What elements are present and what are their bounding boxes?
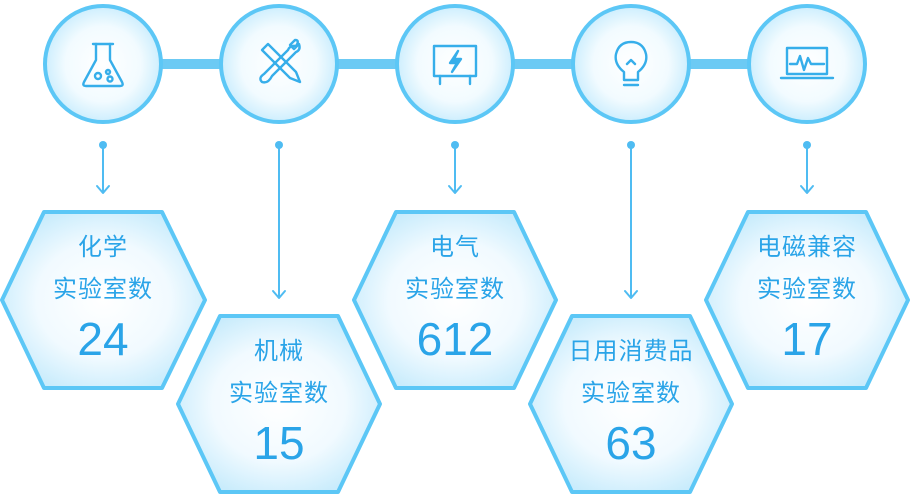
- connector-bars: [160, 59, 750, 69]
- node-5-label-line2: 实验室数: [757, 275, 857, 303]
- node-3-text: 电气 实验室数 612: [356, 226, 554, 366]
- node-3-value: 612: [416, 313, 494, 365]
- hexagons: [0, 210, 910, 494]
- node-1-text: 化学 实验室数 24: [4, 226, 202, 366]
- laptop-waveform-icon: [779, 46, 835, 80]
- hexagon-3: [352, 210, 558, 390]
- circle-node-4: [571, 4, 691, 124]
- node-2-label-line2: 实验室数: [229, 379, 329, 407]
- node-1-label-line2: 实验室数: [53, 275, 153, 303]
- node-1-value: 24: [77, 313, 129, 365]
- arrow-2: [272, 141, 286, 299]
- circle-node-2: [219, 4, 339, 124]
- node-3-label-line1: 电气: [430, 233, 480, 261]
- arrow-4: [624, 141, 638, 299]
- node-3-label-line2: 实验室数: [405, 275, 505, 303]
- node-2-label-line1: 机械: [254, 337, 304, 365]
- connector-bar-4: [690, 59, 750, 69]
- node-1-label-line1: 化学: [78, 233, 128, 261]
- arrow-1: [96, 141, 110, 194]
- electric-panel-icon: [432, 44, 478, 86]
- arrow-3: [448, 141, 462, 194]
- connector-bar-1: [160, 59, 220, 69]
- hexagon-5: [704, 210, 910, 390]
- hexagon-4: [528, 314, 734, 494]
- node-4-label-line1: 日用消费品: [568, 337, 694, 365]
- node-5-label-line1: 电磁兼容: [757, 233, 857, 261]
- node-2-value: 15: [253, 417, 305, 469]
- hexagon-1: [0, 210, 207, 390]
- node-2-text: 机械 实验室数 15: [180, 330, 378, 470]
- connector-bar-2: [338, 59, 398, 69]
- connector-bar-3: [514, 59, 574, 69]
- node-4-label-line2: 实验室数: [581, 379, 681, 407]
- arrow-5: [800, 141, 814, 194]
- hexagon-2: [176, 314, 382, 494]
- wrench-screwdriver-icon: [259, 38, 302, 84]
- node-5-value: 17: [781, 313, 833, 365]
- node-4-value: 63: [605, 417, 657, 469]
- flask-icon: [82, 42, 124, 88]
- node-4-text: 日用消费品 实验室数 63: [532, 330, 730, 470]
- arrows: [96, 141, 814, 299]
- circle-node-1: [43, 4, 163, 124]
- node-5-text: 电磁兼容 实验室数 17: [708, 226, 906, 366]
- lightbulb-icon: [614, 40, 648, 87]
